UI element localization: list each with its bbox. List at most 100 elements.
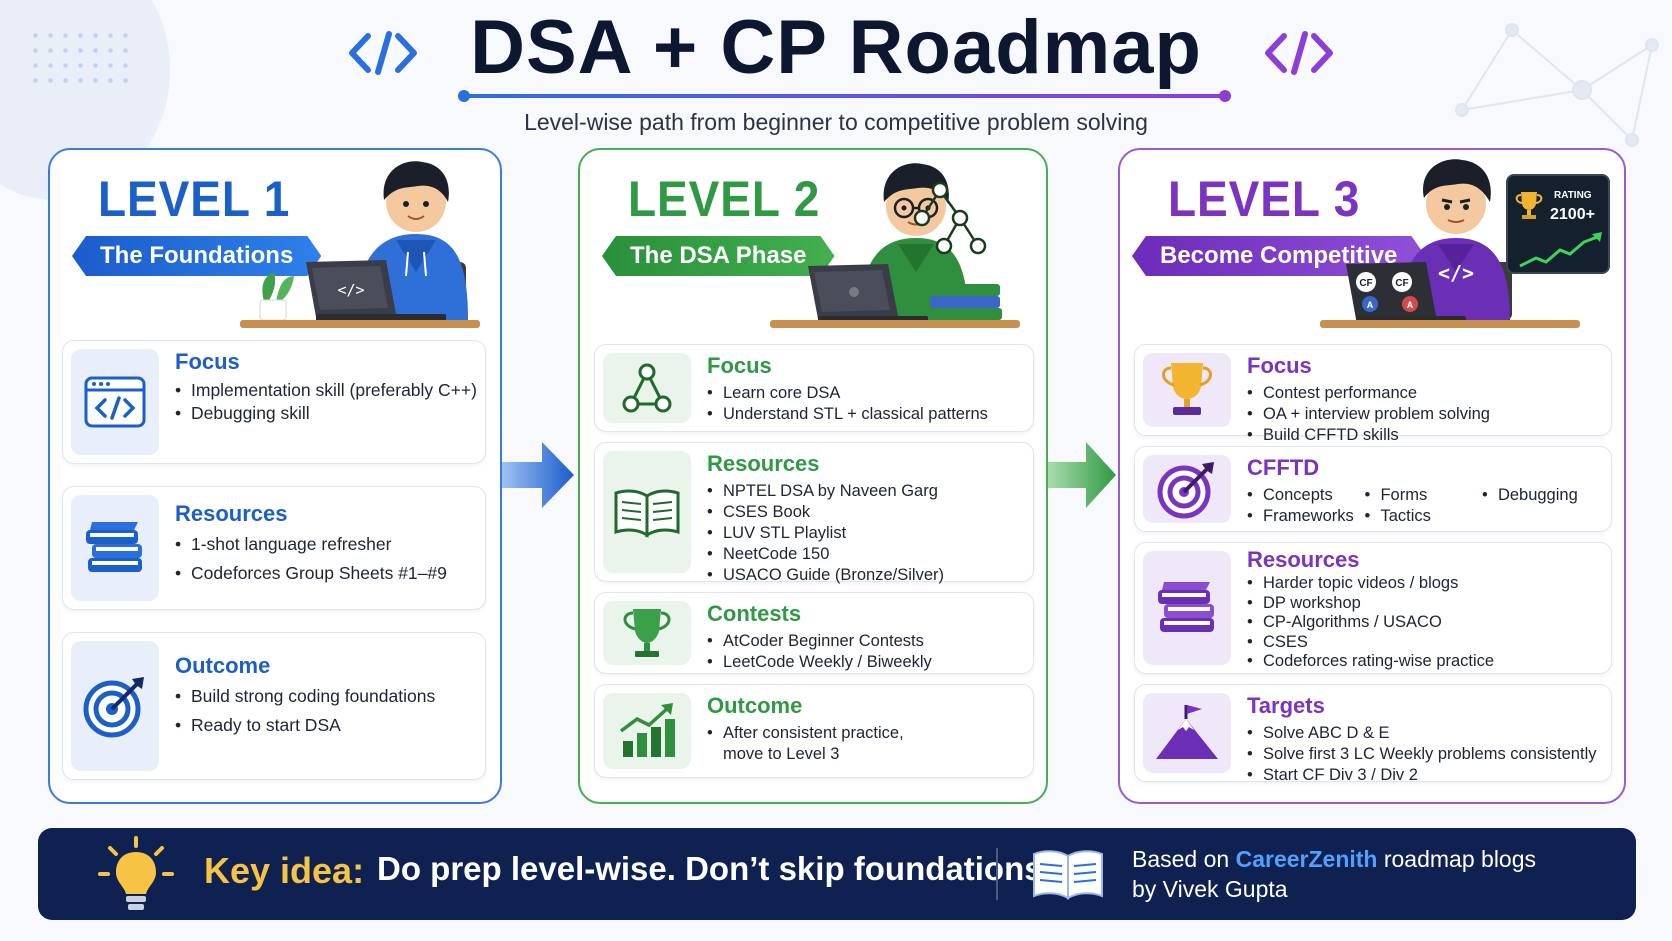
- level-3-cfftd-section: CFFTD Concepts Forms Debugging Framework…: [1134, 446, 1612, 532]
- list-item: Contest performance: [1247, 383, 1603, 404]
- sticker-a: A: [1367, 300, 1374, 310]
- author-line: by Vivek Gupta: [1132, 876, 1288, 902]
- key-idea-banner: Key idea: Do prep level-wise. Don’t skip…: [38, 828, 1636, 920]
- key-idea-label: Key idea:: [204, 850, 365, 891]
- rising-graph-icon: [1519, 232, 1602, 268]
- list-item: Build strong coding foundations: [175, 685, 477, 708]
- list-item: AtCoder Beginner Contests: [707, 631, 1025, 652]
- arrow-right-icon: [1048, 442, 1116, 508]
- level-1-focus-section: Focus Implementation skill (preferably C…: [62, 340, 486, 464]
- dot-grid-decoration: [28, 28, 128, 88]
- list-item: Ready to start DSA: [175, 714, 477, 737]
- list-item: Implementation skill (preferably C++): [175, 379, 477, 402]
- rating-screen: RATING 2100+: [1506, 174, 1610, 274]
- level-3-card: LEVEL 3 Become Competitive CF CF A A </>: [1118, 148, 1626, 804]
- list-item: Start CF Div 3 / Div 2: [1247, 765, 1603, 786]
- list-item: Learn core DSA: [707, 383, 1025, 404]
- list-item: Build CFFTD skills: [1247, 425, 1603, 446]
- list-item: CP-Algorithms / USACO: [1247, 613, 1603, 633]
- open-book-icon: [603, 451, 691, 573]
- sticker-cf: CF: [1395, 278, 1408, 289]
- lightbulb-icon: [98, 836, 174, 910]
- list-item: Frameworks: [1247, 506, 1364, 527]
- level-3-header: LEVEL 3 Become Competitive CF CF A A </>: [1120, 150, 1624, 340]
- list-item: Harder topic videos / blogs: [1247, 574, 1603, 594]
- books-icon: [71, 495, 159, 601]
- source-prefix: Based on: [1132, 846, 1236, 872]
- mountain-flag-icon: [1143, 693, 1231, 773]
- section-title: CFFTD: [1247, 455, 1320, 480]
- desk: [770, 320, 1020, 328]
- list-item: Understand STL + classical patterns: [707, 404, 1025, 425]
- list-item: Solve ABC D & E: [1247, 723, 1603, 744]
- level-2-outcome-section: Outcome After consistent practice, move …: [594, 684, 1034, 778]
- section-title: Targets: [1247, 693, 1325, 718]
- books-icon: [1143, 551, 1231, 665]
- sticker-a: A: [1407, 300, 1414, 310]
- target-icon: [1143, 455, 1231, 523]
- trophy-icon: [1143, 353, 1231, 427]
- key-idea-text: Do prep level-wise. Don’t skip foundatio…: [377, 850, 1052, 887]
- level-2-title: LEVEL 2: [628, 171, 821, 227]
- section-title: Resources: [707, 451, 820, 476]
- rating-value: 2100+: [1550, 206, 1595, 223]
- code-brackets-icon: [349, 31, 417, 75]
- student-laptop-illustration-icon: [808, 163, 1002, 324]
- list-item: Solve first 3 LC Weekly problems consist…: [1247, 744, 1603, 765]
- sticker-cf: CF: [1359, 278, 1372, 289]
- source-credit: Based on CareerZenith roadmap blogs by V…: [1132, 844, 1536, 904]
- list-item: Codeforces Group Sheets #1–#9: [175, 562, 477, 585]
- list-item: Forms: [1364, 485, 1481, 506]
- brand-name: CareerZenith: [1235, 846, 1378, 872]
- student-laptop-illustration-icon: </>: [259, 161, 468, 322]
- section-title: Outcome: [175, 653, 271, 678]
- list-item: NeetCode 150: [707, 544, 1025, 565]
- level-2-resources-section: Resources NPTEL DSA by Naveen Garg CSES …: [594, 442, 1034, 586]
- list-item: CSES Book: [707, 502, 1025, 523]
- header: DSA + CP Roadmap Level-wise path from be…: [0, 0, 1672, 140]
- laptop-glyph: </>: [1438, 261, 1474, 285]
- list-item: CSES: [1247, 633, 1603, 653]
- list-item: NPTEL DSA by Naveen Garg: [707, 481, 1025, 502]
- title-underline: [458, 90, 1231, 102]
- desk: [240, 320, 480, 328]
- target-icon: [71, 641, 159, 771]
- level-3-targets-section: Targets Solve ABC D & E Solve first 3 LC…: [1134, 684, 1612, 786]
- section-title: Contests: [707, 601, 802, 626]
- banner-divider: [996, 848, 998, 900]
- level-2-header: LEVEL 2 The DSA Phase: [580, 150, 1046, 340]
- level-1-outcome-section: Outcome Build strong coding foundations …: [62, 632, 486, 780]
- laptop-glyph: </>: [337, 281, 364, 299]
- list-item: USACO Guide (Bronze/Silver): [707, 565, 1025, 586]
- code-brackets-icon: [1265, 31, 1333, 75]
- list-item: 1-shot language refresher: [175, 533, 477, 556]
- open-book-icon: [1033, 850, 1103, 900]
- list-item: After consistent practice, move to Level…: [707, 723, 917, 765]
- trophy-icon: [1515, 192, 1543, 219]
- tree-graph-icon: [603, 353, 691, 423]
- source-suffix: roadmap blogs: [1377, 846, 1537, 872]
- level-1-header: LEVEL 1 The Foundations </>: [50, 150, 500, 340]
- code-window-icon: [71, 349, 159, 455]
- section-title: Resources: [1247, 547, 1360, 572]
- list-item: Debugging skill: [175, 402, 477, 425]
- rating-label: RATING: [1554, 190, 1592, 201]
- level-3-title: LEVEL 3: [1168, 171, 1361, 227]
- level-2-subtitle: The DSA Phase: [602, 236, 835, 276]
- level-1-resources-section: Resources 1-shot language refresher Code…: [62, 486, 486, 610]
- list-item: OA + interview problem solving: [1247, 404, 1603, 425]
- level-2-card: LEVEL 2 The DSA Phase: [578, 148, 1048, 804]
- list-item: DP workshop: [1247, 594, 1603, 614]
- section-title: Focus: [1247, 353, 1312, 378]
- growth-chart-icon: [603, 693, 691, 769]
- level-1-card: LEVEL 1 The Foundations </> Focus: [48, 148, 502, 804]
- student-laptop-illustration-icon: CF CF A A </>: [1346, 159, 1512, 324]
- level-3-focus-section: Focus Contest performance OA + interview…: [1134, 344, 1612, 446]
- list-item: Concepts: [1247, 485, 1364, 506]
- level-1-title: LEVEL 1: [98, 171, 291, 227]
- list-item: Debugging: [1482, 485, 1599, 506]
- level-2-contests-section: Contests AtCoder Beginner Contests LeetC…: [594, 592, 1034, 674]
- level-3-resources-section: Resources Harder topic videos / blogs DP…: [1134, 542, 1612, 674]
- page-title: DSA + CP Roadmap: [470, 5, 1202, 90]
- section-title: Resources: [175, 501, 288, 526]
